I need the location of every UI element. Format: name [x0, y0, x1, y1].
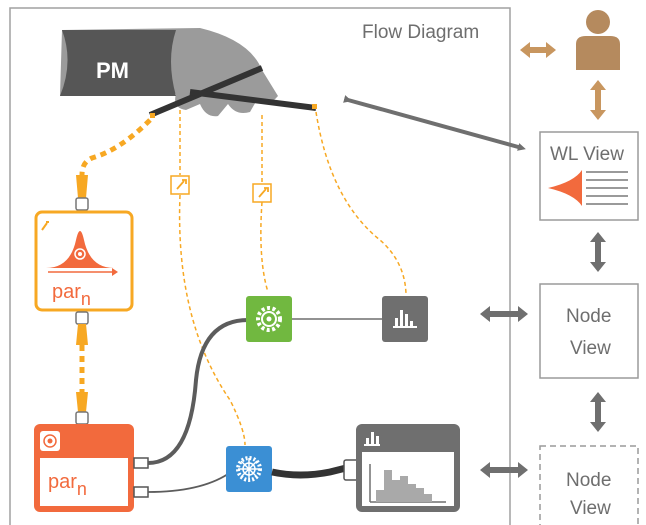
connector-plug	[75, 175, 89, 211]
cable-to-large-chart	[271, 464, 347, 479]
output-port[interactable]	[133, 486, 149, 498]
node-view-box-1[interactable]: Node View	[539, 283, 639, 379]
frame-title: Flow Diagram	[362, 22, 479, 43]
bar-chart-icon	[393, 310, 417, 328]
diagram-node-arrow-1	[480, 306, 528, 322]
node-view-2-line1: Node	[566, 470, 611, 491]
wl-node-arrow	[590, 232, 606, 272]
connector-plug	[75, 392, 89, 425]
par-node-label: parn	[48, 471, 87, 499]
control-line-3	[315, 111, 407, 295]
node-view-2-line2: View	[570, 498, 611, 519]
node-node-arrow	[590, 392, 606, 432]
par-module[interactable]: parn	[34, 210, 134, 312]
large-chart-node[interactable]	[356, 424, 460, 512]
node-view-1-line1: Node	[566, 306, 611, 327]
histogram	[369, 464, 446, 503]
flow-diagram-frame	[9, 7, 511, 525]
wrench-icon	[176, 179, 187, 190]
cable-to-blue	[147, 473, 229, 493]
wrench-control-2[interactable]	[252, 183, 272, 203]
workload-icon	[548, 170, 628, 206]
connector-plug	[75, 311, 89, 345]
small-chart-node[interactable]	[382, 296, 428, 342]
wrench-icon	[258, 187, 269, 198]
green-gear-node[interactable]	[246, 296, 292, 342]
pm-label: PM	[96, 58, 129, 83]
par-module-link	[79, 118, 152, 176]
node-view-box-2[interactable]: Node View	[539, 445, 639, 525]
target-icon	[43, 434, 57, 448]
bar-chart-icon	[364, 432, 380, 446]
pm-wl-arrow	[343, 95, 526, 151]
control-line-2b	[260, 201, 269, 293]
blue-gear-node[interactable]	[226, 446, 272, 492]
cable-to-green	[147, 318, 249, 465]
par-node[interactable]: parn	[34, 424, 149, 512]
par-module-label: parn	[52, 281, 91, 309]
control-line-1b	[178, 194, 246, 446]
input-port[interactable]	[343, 459, 359, 481]
node-view-1-line2: View	[570, 338, 611, 359]
user-figure	[576, 10, 620, 70]
diagram-node-arrow-2	[480, 462, 528, 478]
gear-icon	[256, 306, 282, 332]
user-wl-arrow	[590, 80, 606, 120]
wl-view-label: WL View	[550, 144, 624, 165]
user-arrow	[520, 42, 556, 58]
pm-baton-2	[189, 89, 317, 111]
wrench-control-1[interactable]	[170, 175, 190, 195]
output-port[interactable]	[133, 457, 149, 469]
wl-view-box[interactable]: WL View	[539, 131, 639, 221]
wrench-icon	[41, 221, 49, 231]
